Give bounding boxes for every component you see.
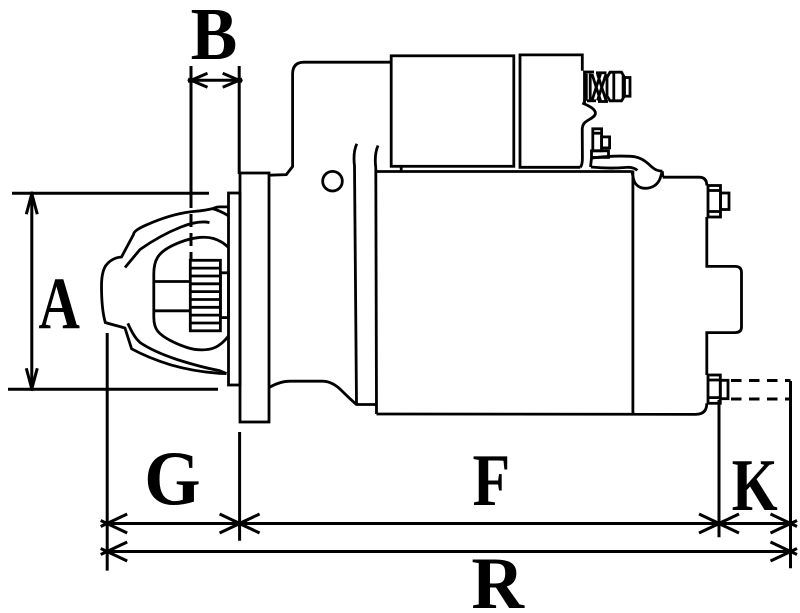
svg-text:R: R xyxy=(471,543,525,613)
svg-text:K: K xyxy=(732,445,778,527)
svg-text:A: A xyxy=(38,263,80,345)
svg-text:G: G xyxy=(144,436,200,522)
svg-text:F: F xyxy=(473,439,511,522)
svg-text:B: B xyxy=(191,0,238,75)
